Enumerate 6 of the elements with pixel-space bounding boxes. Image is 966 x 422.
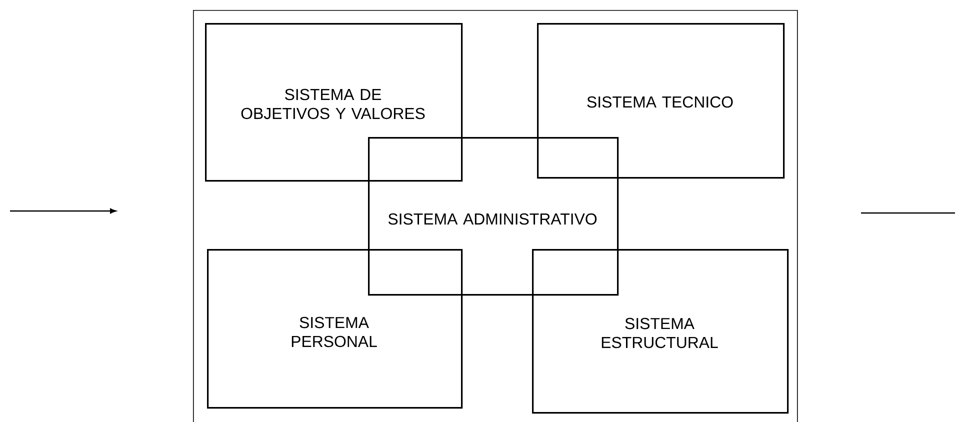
frame (193, 10, 798, 422)
box-label: SISTEMA ADMINISTRATIVO (388, 213, 597, 225)
box-label: SISTEMA TECNICO (587, 96, 733, 108)
box-label: SISTEMA DE OBJETIVOS Y VALORES (241, 88, 425, 120)
box-label: SISTEMA ESTRUCTURAL (602, 318, 718, 348)
box-label: SISTEMA PERSONAL (292, 316, 377, 348)
